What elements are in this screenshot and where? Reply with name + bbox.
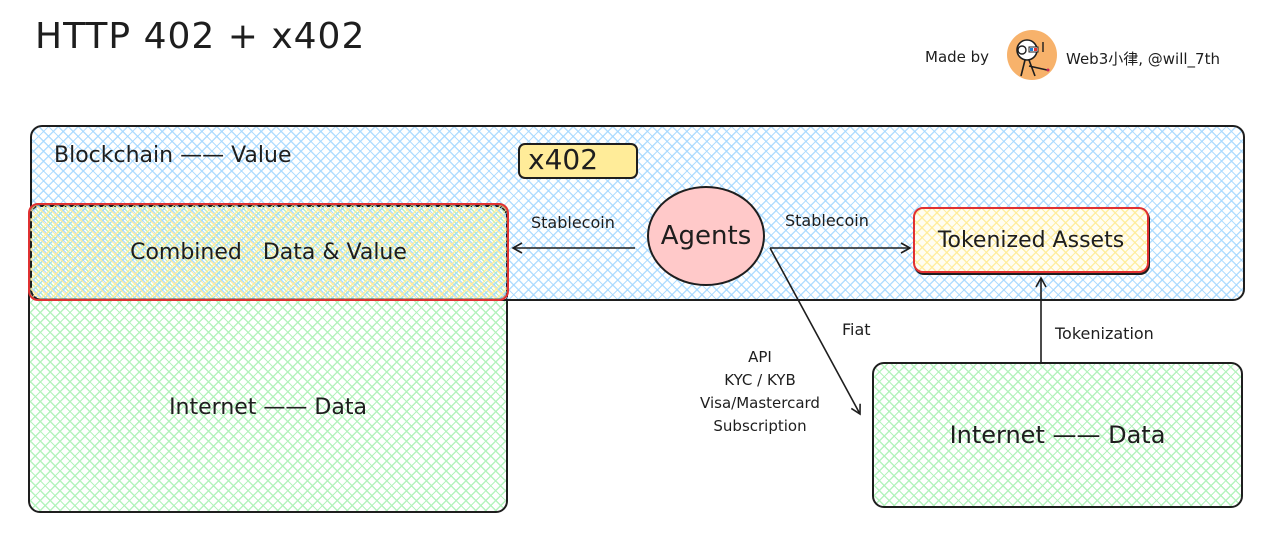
rails-line: Visa/Mastercard [700,394,820,412]
edge-label-fiat: Fiat [842,320,871,339]
x402-badge: x402 [518,143,638,179]
edge-label-stablecoin-right: Stablecoin [785,211,869,230]
avatar-drawing [1016,39,1050,77]
edge-label-tokenization: Tokenization [1055,324,1154,343]
diagram-title: HTTP 402 + x402 [35,16,366,57]
tokenized-assets-box[interactable]: Tokenized Assets [913,207,1149,273]
tokenized-assets-label: Tokenized Assets [937,227,1125,253]
rails-line: API [748,348,772,366]
combined-data-value-box[interactable]: Combined Data & Value [28,203,509,301]
edge-label-stablecoin-left: Stablecoin [531,213,615,232]
internet-data-left-label: Internet —— Data [169,395,367,420]
author-credit: Web3小律, @will_7th [1066,50,1220,68]
blockchain-value-label: Blockchain —— Value [54,143,292,168]
rails-line: Subscription [713,417,807,435]
agents-node[interactable]: Agents [647,186,765,286]
cartoon-avatar-icon [1007,30,1057,80]
combined-data-value-label: Combined Data & Value [130,239,407,265]
internet-data-right-box[interactable]: Internet —— Data [872,362,1243,508]
agents-label: Agents [660,221,752,251]
rails-line: KYC / KYB [724,371,796,389]
internet-data-right-label: Internet —— Data [949,421,1166,449]
arrow-agents-to-internet [769,247,861,416]
traditional-rails-list: API KYC / KYB Visa/Mastercard Subscripti… [680,346,840,438]
made-by-label: Made by [925,48,990,66]
